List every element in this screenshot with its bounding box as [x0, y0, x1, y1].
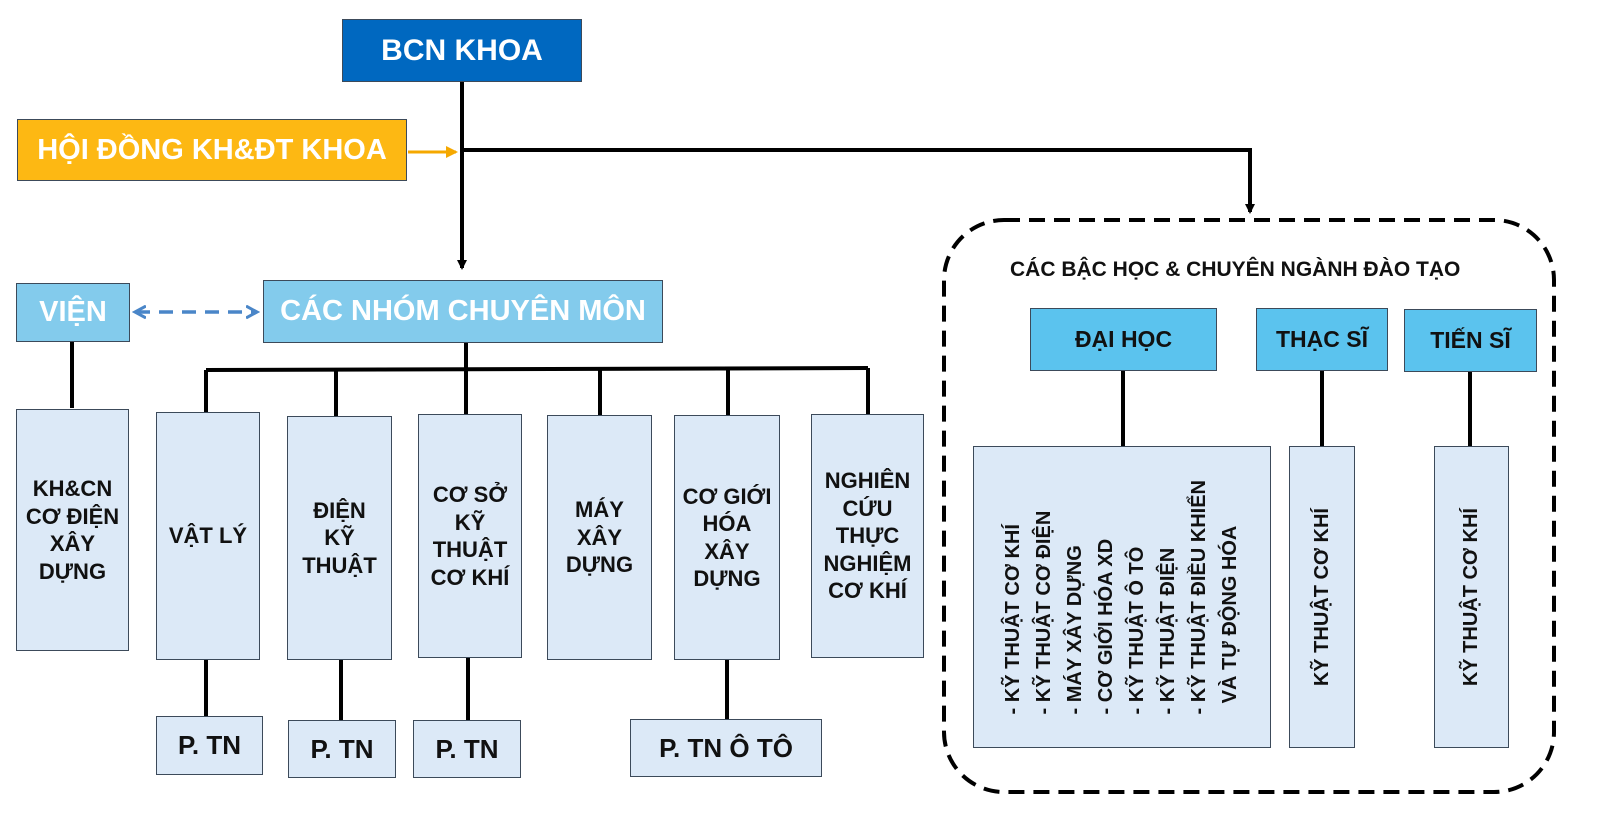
majors-box-tien-si: KỸ THUẬT CƠ KHÍ — [1434, 446, 1509, 748]
group-box-5: CƠ GIỚI HÓA XÂY DỰNG — [674, 415, 780, 660]
bcn-khoa-box: BCN KHOA — [342, 19, 582, 82]
level-box-tien-si: TIẾN SĨ — [1404, 309, 1537, 372]
group-box-3: CƠ SỞ KỸ THUẬT CƠ KHÍ — [418, 414, 522, 658]
council-box: HỘI ĐỒNG KH&ĐT KHOA — [17, 119, 407, 181]
training-title: CÁC BẬC HỌC & CHUYÊN NGÀNH ĐÀO TẠO — [1010, 258, 1461, 281]
line-to-training — [462, 148, 1255, 214]
level-box-dai-hoc: ĐẠI HỌC — [1030, 308, 1217, 371]
group-box-6: NGHIÊN CỨU THỰC NGHIỆM CƠ KHÍ — [811, 414, 924, 658]
lab-box-1: P. TN — [156, 716, 263, 775]
majors-box-dai-hoc: - KỸ THUẬT CƠ KHÍ - KỸ THUẬT CƠ ĐIỆN - M… — [973, 446, 1271, 748]
expert-groups-box: CÁC NHÓM CHUYÊN MÔN — [263, 280, 663, 343]
institute-box: VIỆN — [16, 283, 130, 342]
major-thac-si: KỸ THUẬT CƠ KHÍ — [1310, 507, 1333, 687]
group-box-1: VẬT LÝ — [156, 412, 260, 660]
lab-box-2: P. TN — [288, 720, 396, 778]
lab-box-3: P. TN — [413, 720, 521, 778]
training-container — [942, 218, 1556, 794]
group-box-2: ĐIỆN KỸ THUẬT — [287, 416, 392, 660]
level-box-thac-si: THẠC SĨ — [1256, 308, 1388, 371]
majors-box-thac-si: KỸ THUẬT CƠ KHÍ — [1289, 446, 1355, 748]
groups-bus — [205, 366, 869, 372]
institute-child-box: KH&CN CƠ ĐIỆN XÂY DỰNG — [16, 409, 129, 651]
group-box-4: MÁY XÂY DỰNG — [547, 415, 652, 660]
majors-list-dai-hoc: - KỸ THUẬT CƠ KHÍ - KỸ THUẬT CƠ ĐIỆN - M… — [1002, 479, 1241, 715]
lab-box-5: P. TN Ô TÔ — [630, 719, 822, 777]
major-tien-si: KỸ THUẬT CƠ KHÍ — [1460, 507, 1482, 687]
